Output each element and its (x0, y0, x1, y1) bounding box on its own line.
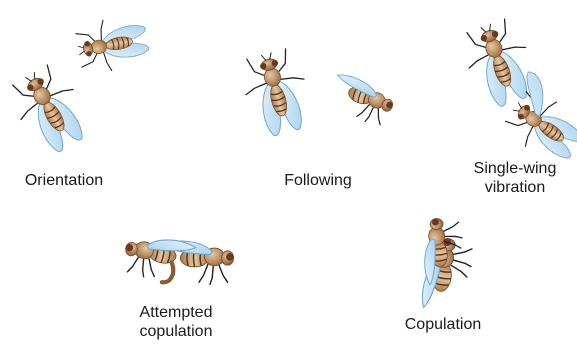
orientation-female-fly (4, 60, 97, 160)
label-attempted-copulation: Attempted copulation (118, 303, 234, 341)
label-following: Following (266, 171, 370, 190)
label-single-wing-vibration: Single-wing vibration (460, 159, 570, 197)
label-orientation: Orientation (6, 171, 122, 190)
following-male-fly (326, 72, 397, 128)
orientation-male-fly (74, 13, 151, 75)
single-wing-female-fly (458, 16, 542, 113)
following-female-fly (237, 46, 316, 140)
label-copulation: Copulation (385, 315, 501, 334)
